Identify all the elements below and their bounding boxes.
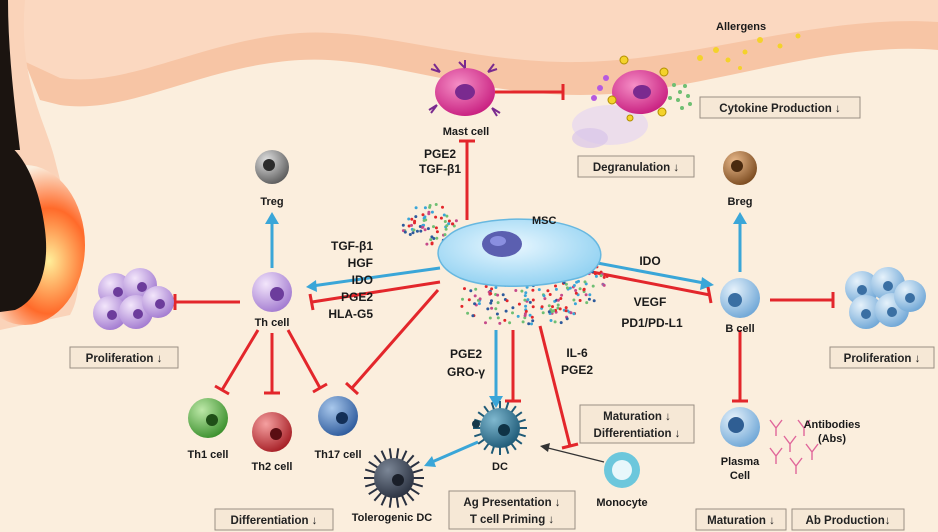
factor-th-tgfb1: TGF-β1 xyxy=(331,239,373,253)
monocyte-cell xyxy=(604,452,640,488)
arrow-msc-mast xyxy=(459,139,475,220)
mast-cell xyxy=(428,60,501,117)
treg-label: Treg xyxy=(260,196,283,208)
svg-text:Proliferation ↓: Proliferation ↓ xyxy=(844,353,921,365)
antibodies-label-line2: (Abs) xyxy=(818,433,846,445)
arrow-bcell-proliferation xyxy=(770,292,835,308)
factor-b-ido: IDO xyxy=(639,254,660,268)
msc-label: MSC xyxy=(532,215,557,227)
msc-cell xyxy=(401,203,609,326)
svg-text:T cell Priming ↓: T cell Priming ↓ xyxy=(470,514,554,526)
svg-text:Differentiation ↓: Differentiation ↓ xyxy=(594,428,681,440)
plasma-label-line1: Plasma xyxy=(721,456,760,468)
factor-dc-pge2: PGE2 xyxy=(450,347,482,361)
b-cell-label: B cell xyxy=(725,323,754,335)
factor-th-hgf: HGF xyxy=(348,256,373,270)
arrow-th-proliferation xyxy=(173,294,240,310)
box-degranulation: Degranulation ↓ xyxy=(577,155,695,178)
box-differentiation: Differentiation ↓ xyxy=(214,508,334,531)
tolerogenic-dc-label: Tolerogenic DC xyxy=(352,512,433,524)
monocyte-label: Monocyte xyxy=(596,497,647,509)
allergen-particles xyxy=(697,33,801,70)
factor-th-pge2: PGE2 xyxy=(341,290,373,304)
arrow-monocyte-dc xyxy=(540,443,605,463)
th2-cell xyxy=(252,412,292,452)
dc-label: DC xyxy=(492,461,508,473)
th-cell-label: Th cell xyxy=(255,317,290,329)
arrow-msc-dc-promote xyxy=(489,330,503,408)
arrow-mast-cytokine xyxy=(495,84,565,100)
allergens-label: Allergens xyxy=(716,21,766,33)
th1-cell xyxy=(188,398,228,438)
arrow-msc-dc-inhibit xyxy=(505,330,521,403)
box-ab-production: Ab Production↓ xyxy=(791,508,905,531)
degranulating-mast-cell xyxy=(572,55,692,148)
breg-label: Breg xyxy=(727,196,752,208)
svg-text:Proliferation ↓: Proliferation ↓ xyxy=(86,353,163,365)
factor-mono-pge2: PGE2 xyxy=(561,363,593,377)
b-cell xyxy=(720,278,760,318)
box-proliferation-right: Proliferation ↓ xyxy=(829,346,935,369)
breg-cell xyxy=(723,151,757,185)
b-proliferation-cluster xyxy=(845,267,926,329)
arrow-th-subsets xyxy=(214,329,328,396)
box-maturation-differentiation: Maturation ↓ Differentiation ↓ xyxy=(579,404,695,444)
factor-mast-tgfb1: TGF-β1 xyxy=(419,162,461,176)
arrow-msc-bcell-promote xyxy=(591,260,714,290)
antibodies-icon xyxy=(769,419,819,474)
svg-text:Cytokine Production ↓: Cytokine Production ↓ xyxy=(719,103,840,115)
antibodies-label-line1: Antibodies xyxy=(804,419,861,431)
svg-text:Maturation ↓: Maturation ↓ xyxy=(603,411,671,423)
th1-label: Th1 cell xyxy=(188,449,229,461)
factor-th-hlag5: HLA-G5 xyxy=(328,307,373,321)
factor-th-ido: IDO xyxy=(352,273,373,287)
factor-dc-gro: GRO-γ xyxy=(447,365,485,379)
arrow-msc-monocyte xyxy=(538,325,579,450)
arrow-bcell-breg xyxy=(733,212,747,272)
svg-text:Differentiation ↓: Differentiation ↓ xyxy=(231,515,318,527)
box-b-maturation: Maturation ↓ xyxy=(695,508,787,531)
factor-mono-il6: IL-6 xyxy=(566,346,588,360)
arrow-msc-th-promote xyxy=(306,266,441,292)
hair-follicle xyxy=(0,0,85,325)
th17-cell xyxy=(318,396,358,436)
th17-label: Th17 cell xyxy=(314,449,361,461)
arrow-th-treg xyxy=(265,212,279,268)
arrow-bcell-plasma xyxy=(732,330,748,403)
arrow-msc-th17 xyxy=(344,289,440,396)
th-proliferation-cluster xyxy=(93,268,174,330)
box-ag-presentation: Ag Presentation ↓ T cell Priming ↓ xyxy=(448,490,576,530)
plasma-cell xyxy=(720,407,760,447)
arrow-dc-tolerogenic xyxy=(424,440,479,467)
svg-text:Ag Presentation ↓: Ag Presentation ↓ xyxy=(463,497,560,509)
factor-b-pd1: PD1/PD-L1 xyxy=(621,316,683,330)
plasma-label-line2: Cell xyxy=(730,470,750,482)
tolerogenic-dc-cell xyxy=(364,448,424,508)
factor-mast-pge2: PGE2 xyxy=(424,147,456,161)
arrow-msc-bcell-inhibit xyxy=(591,270,713,304)
th2-label: Th2 cell xyxy=(252,461,293,473)
arrow-msc-th-inhibit xyxy=(308,280,441,311)
dc-cell xyxy=(472,401,527,455)
mast-cell-label: Mast cell xyxy=(443,126,489,138)
factor-b-vegf: VEGF xyxy=(634,295,667,309)
box-cytokine-production: Cytokine Production ↓ xyxy=(699,96,861,119)
svg-text:Ab Production↓: Ab Production↓ xyxy=(806,515,891,527)
svg-text:Maturation ↓: Maturation ↓ xyxy=(707,515,775,527)
svg-text:Degranulation ↓: Degranulation ↓ xyxy=(593,162,679,174)
box-proliferation-left: Proliferation ↓ xyxy=(69,346,179,369)
th-cell xyxy=(252,272,292,312)
treg-cell xyxy=(255,150,289,184)
